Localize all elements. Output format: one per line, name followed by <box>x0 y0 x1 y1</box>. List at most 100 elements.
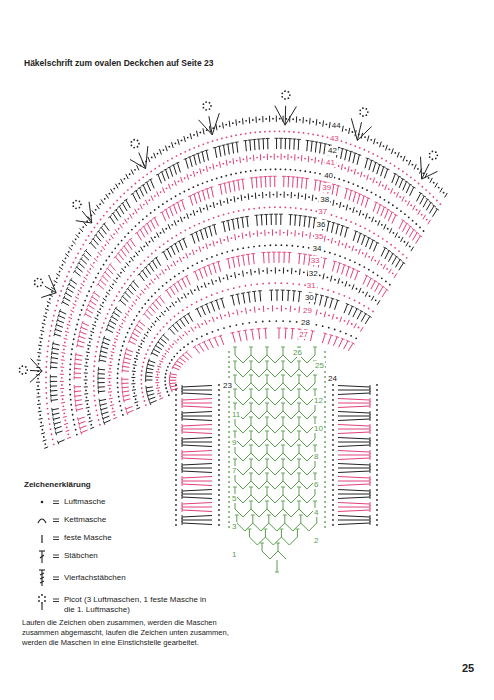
stitch-line <box>259 291 261 302</box>
stitch-bar <box>332 222 336 224</box>
single-crochet <box>81 283 85 286</box>
chain-dot <box>373 232 375 234</box>
stitch-bar <box>136 324 138 327</box>
stitch-bar <box>97 376 98 380</box>
stitch-bar <box>106 327 108 331</box>
stitch-line <box>306 141 308 152</box>
stitch-bar <box>259 176 263 177</box>
stitch-bar <box>141 269 144 271</box>
stitch-bar <box>405 181 409 183</box>
chain-dot <box>410 205 412 207</box>
stitch-line <box>194 194 197 204</box>
stitch-line <box>76 404 83 405</box>
stitch-bar <box>236 255 240 257</box>
chain-dot <box>144 288 146 290</box>
stitch-line <box>147 182 151 191</box>
stitch-bar <box>338 262 342 263</box>
stitch-bar <box>357 154 361 156</box>
chain-dot <box>211 294 213 296</box>
chain-dot <box>79 314 81 316</box>
stitch-line <box>52 353 59 354</box>
stitch-line <box>369 160 372 170</box>
stitch-line <box>357 155 359 165</box>
chain-dot <box>145 353 147 355</box>
single-crochet <box>352 246 354 252</box>
stitch-bar <box>151 260 154 262</box>
stitch-line <box>51 399 58 401</box>
stitch-bar <box>199 230 203 231</box>
stitch-line <box>186 276 190 285</box>
chain-dot <box>54 310 56 312</box>
single-crochet <box>267 154 268 160</box>
stitch-bar <box>195 308 199 310</box>
stitch-bar <box>235 141 239 142</box>
chain-dot <box>166 369 168 371</box>
chain-dot <box>184 151 186 153</box>
single-crochet <box>133 301 136 304</box>
chain-dot <box>260 169 262 171</box>
chain-dot <box>291 156 293 158</box>
stitch-bar <box>54 332 55 336</box>
stitch-line <box>377 165 380 175</box>
single-crochet <box>193 210 195 216</box>
chain-dot <box>93 262 95 264</box>
chain-dot <box>312 133 314 135</box>
stitch-line <box>337 263 340 273</box>
chain-dot <box>103 322 105 324</box>
single-crochet <box>396 192 398 197</box>
chain-dot <box>406 173 408 175</box>
chain-dot <box>235 324 237 326</box>
single-crochet <box>151 237 154 242</box>
single-crochet <box>384 224 386 229</box>
stitch-line <box>153 303 158 309</box>
chain-dot <box>394 247 396 249</box>
chain-dot <box>159 273 161 275</box>
chain-dot <box>188 188 190 190</box>
chain-dot <box>439 203 441 205</box>
stitch-bar <box>55 431 56 435</box>
chain-dot <box>118 396 120 398</box>
stitch-line <box>171 246 175 255</box>
stitch-line <box>80 332 87 335</box>
chain-dot <box>230 275 232 277</box>
stitch-bar <box>355 308 359 310</box>
stitch-bar <box>190 234 194 235</box>
single-crochet <box>156 387 160 389</box>
chain-dot <box>390 162 392 164</box>
single-crochet <box>299 269 301 275</box>
stitch-line <box>127 410 134 413</box>
stitch-line <box>122 370 129 372</box>
chain-dot <box>359 264 361 266</box>
single-crochet <box>359 288 361 293</box>
single-crochet <box>204 282 206 287</box>
chain-dot <box>404 241 406 243</box>
stitch-line <box>166 169 169 178</box>
chain-dot <box>147 331 149 333</box>
stitch-bar <box>51 356 53 360</box>
chain-dot <box>338 178 340 180</box>
single-crochet <box>287 230 288 236</box>
chain-dot <box>120 350 122 352</box>
single-crochet <box>246 156 248 162</box>
stitch-bar <box>218 335 222 336</box>
chain-dot <box>61 391 63 393</box>
stitch-line <box>209 340 213 348</box>
chain-dot <box>69 368 71 370</box>
stitch-line <box>53 418 60 420</box>
stitch-line <box>148 364 155 366</box>
stitch-bar <box>277 327 281 328</box>
stitch-line <box>147 310 153 316</box>
chain-dot <box>133 271 135 273</box>
single-crochet <box>312 195 314 201</box>
single-crochet <box>291 268 292 274</box>
stitch-bar <box>306 140 310 141</box>
chain-dot <box>398 250 400 252</box>
chain-dot <box>85 383 87 385</box>
chain-dot <box>233 211 235 213</box>
chain-dot <box>111 304 113 306</box>
stitch-line <box>293 139 295 150</box>
stitch-line <box>50 381 57 382</box>
chain-dot <box>201 299 203 301</box>
stitch-bar <box>202 341 205 343</box>
single-crochet <box>67 437 71 439</box>
